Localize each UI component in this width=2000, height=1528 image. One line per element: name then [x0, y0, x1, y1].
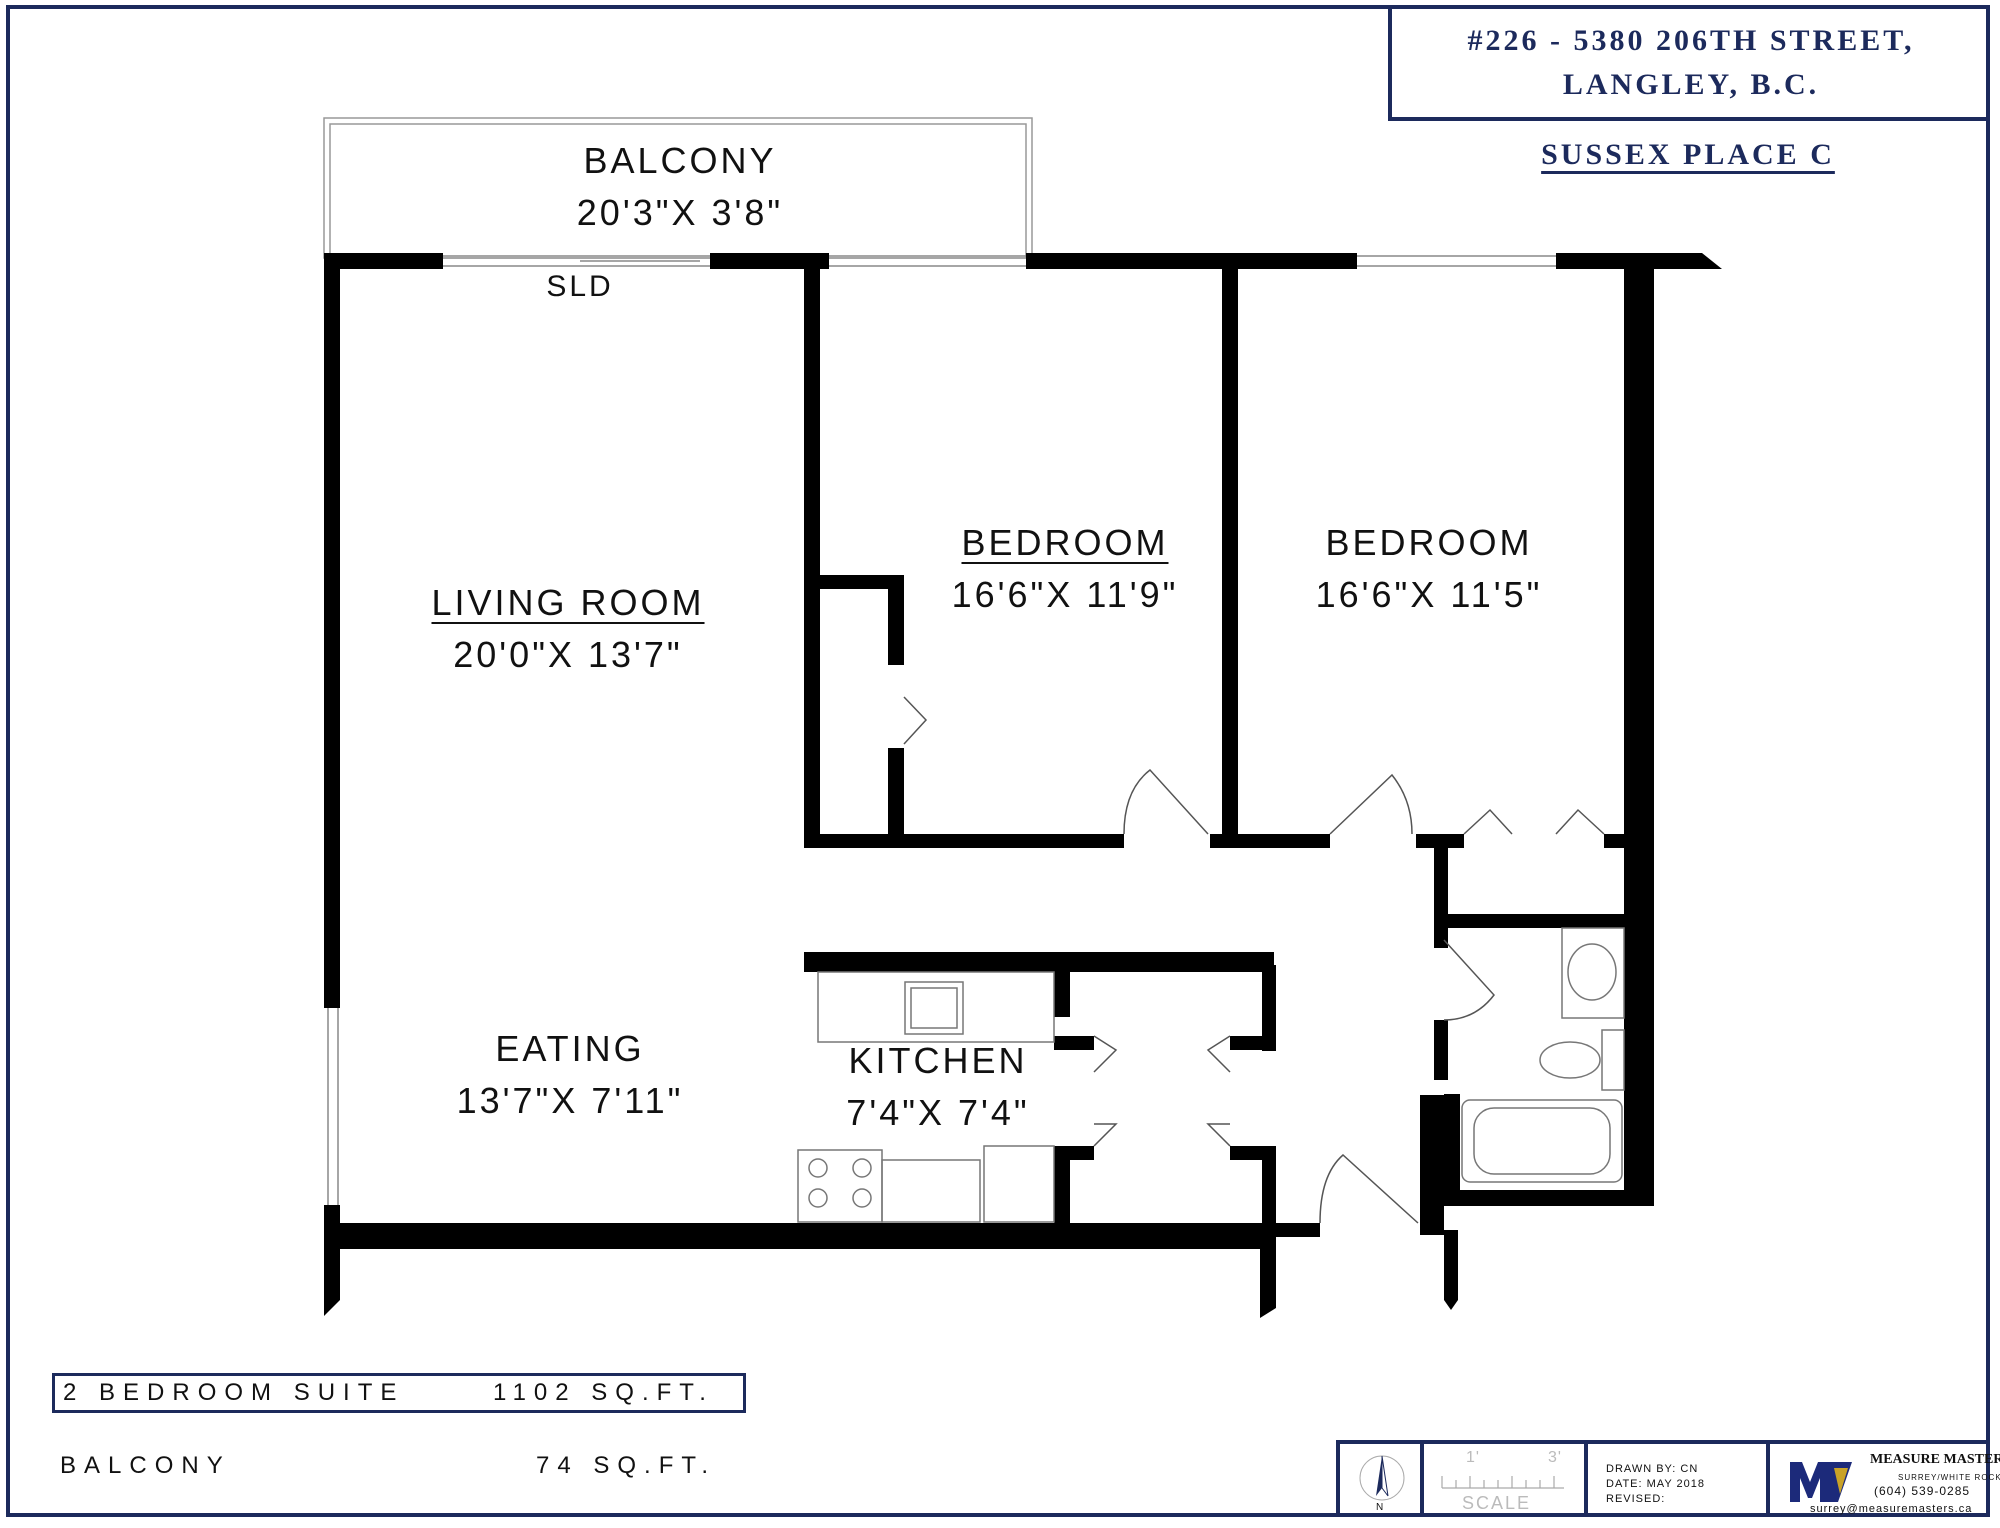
measure-masters-logo — [1790, 1462, 1852, 1502]
bedroom-1-name: BEDROOM — [961, 522, 1169, 563]
company-sub: SURREY/WHITE ROCK — [1898, 1473, 2000, 1482]
kitchen-dims: 7'4"X 7'4" — [846, 1092, 1030, 1133]
kitchen-label: KITCHEN 7'4"X 7'4" — [818, 1040, 1058, 1134]
company-name: MEASURE MASTERS — [1870, 1452, 2000, 1467]
suite-area-box: 2 BEDROOM SUITE 1102 SQ.FT. — [52, 1373, 746, 1413]
bath-fixtures — [1461, 927, 1625, 1183]
scale-1-label: 1' — [1466, 1449, 1480, 1466]
suite-area-label: 2 BEDROOM SUITE — [63, 1379, 405, 1406]
balcony-name: BALCONY — [583, 140, 777, 181]
suite-area-value: 1102 SQ.FT. — [493, 1379, 714, 1406]
plan-name: SUSSEX PLACE C — [1541, 138, 1835, 171]
title-block: N 1' 3' SCALE DRAWN BY: CN DATE: MAY 201… — [1336, 1440, 2000, 1517]
walls — [324, 253, 1722, 1318]
balcony-area-label: BALCONY — [60, 1452, 231, 1479]
bedroom-1-label: BEDROOM 16'6"X 11'9" — [920, 522, 1210, 616]
scale-3-label: 3' — [1548, 1449, 1562, 1466]
kitchen-name: KITCHEN — [848, 1040, 1028, 1081]
scale-label: SCALE — [1462, 1493, 1532, 1513]
bedroom-2-label: BEDROOM 16'6"X 11'5" — [1284, 522, 1574, 616]
scale-cell: 1' 3' SCALE — [1424, 1444, 1588, 1517]
address-line-1: #226 - 5380 206TH STREET, — [1467, 24, 1915, 57]
balcony-outline — [323, 117, 1033, 259]
bedroom-1-dims: 16'6"X 11'9" — [951, 574, 1179, 615]
page-frame — [6, 5, 1990, 1517]
eating-name: EATING — [495, 1028, 645, 1069]
balcony-area-value: 74 SQ.FT. — [536, 1452, 717, 1479]
north-arrow-icon — [1359, 1455, 1405, 1501]
door-swings — [903, 696, 1605, 1224]
company-cell: MEASURE MASTERS SURREY/WHITE ROCK (604) … — [1770, 1444, 2000, 1517]
drawing-date: DATE: MAY 2018 — [1606, 1478, 1705, 1490]
revised: REVISED: — [1606, 1493, 1666, 1505]
kitchen-fixtures — [797, 971, 1055, 1223]
balcony-dims: 20'3"X 3'8" — [576, 192, 784, 233]
living-room-name: LIVING ROOM — [431, 582, 705, 623]
living-room-dims: 20'0"X 13'7" — [453, 634, 683, 675]
window-lines — [327, 255, 1556, 1205]
north-cell: N — [1340, 1444, 1424, 1517]
living-room-label: LIVING ROOM 20'0"X 13'7" — [400, 582, 736, 676]
company-email: surrey@measuremasters.ca — [1810, 1503, 1973, 1515]
balcony-label: BALCONY 20'3"X 3'8" — [530, 140, 830, 234]
scale-bar-icon — [1441, 1476, 1564, 1489]
bedroom-2-name: BEDROOM — [1325, 522, 1533, 563]
address-block: #226 - 5380 206TH STREET, LANGLEY, B.C. — [1388, 5, 1990, 121]
bedroom-2-dims: 16'6"X 11'5" — [1315, 574, 1543, 615]
sld-label: SLD — [546, 270, 614, 303]
drawn-by-cell: DRAWN BY: CN DATE: MAY 2018 REVISED: — [1588, 1444, 1770, 1517]
eating-label: EATING 13'7"X 7'11" — [430, 1028, 710, 1122]
address-line-2: LANGLEY, B.C. — [1562, 68, 1820, 101]
eating-dims: 13'7"X 7'11" — [456, 1080, 684, 1121]
drawn-by: DRAWN BY: CN — [1606, 1463, 1699, 1475]
north-label: N — [1376, 1502, 1385, 1513]
company-phone: (604) 539-0285 — [1874, 1484, 1971, 1498]
